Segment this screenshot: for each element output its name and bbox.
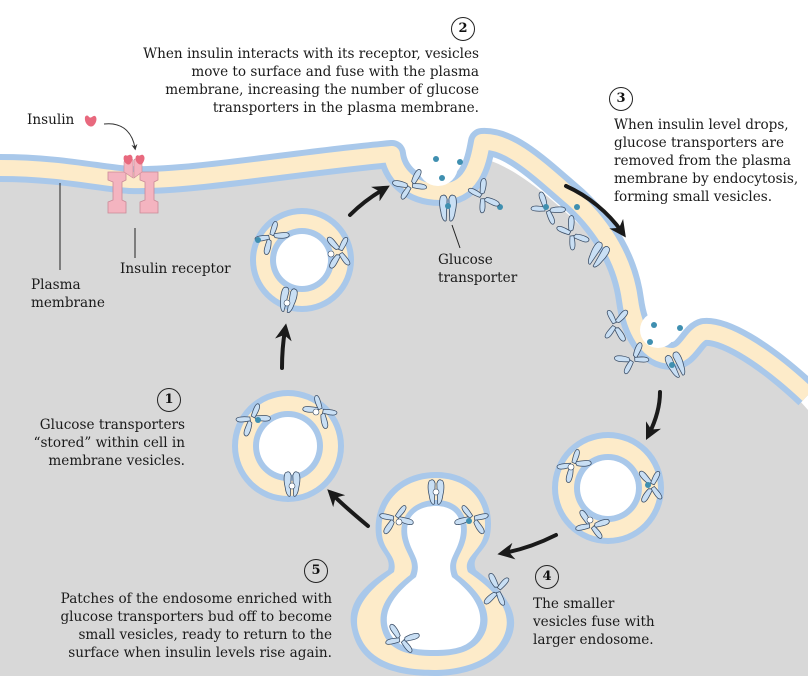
plasma-membrane-label: Plasma membrane xyxy=(31,276,105,312)
step-2-text: When insulin interacts with its receptor… xyxy=(143,45,479,117)
step-1-line: “stored” within cell in xyxy=(33,435,186,451)
cytoplasm xyxy=(0,160,808,676)
bound-insulin-icon xyxy=(123,154,133,165)
step-5-line: glucose transporters bud off to become xyxy=(60,609,332,625)
step-2-line: transporters in the plasma membrane. xyxy=(212,100,479,116)
step-3-line: membrane by endocytosis, xyxy=(614,171,799,187)
step-2-line: When insulin interacts with its receptor… xyxy=(143,46,479,62)
insulin-icon xyxy=(84,115,97,127)
step-1-badge: 1 xyxy=(157,388,181,412)
fusion-pore-lumen xyxy=(418,146,458,186)
step-3-line: forming small vesicles. xyxy=(614,189,773,205)
step-4-line: larger endosome. xyxy=(533,632,654,648)
plasma-membrane-label-line: membrane xyxy=(31,295,105,311)
glucose-transporter-label-line: Glucose xyxy=(438,252,493,268)
step-3-line: removed from the plasma xyxy=(614,153,791,169)
step-2-line: move to surface and fuse with the plasma xyxy=(191,64,479,80)
vesicle-returning xyxy=(250,208,354,315)
step-3-line: When insulin level drops, xyxy=(614,117,789,133)
glucose-transporter-leader xyxy=(451,224,461,249)
arrow-vesicle-to-endosome xyxy=(497,533,558,560)
step-1-line: membrane vesicles. xyxy=(48,453,185,469)
step-5-badge: 5 xyxy=(304,559,328,583)
vesicle-endocytic xyxy=(552,432,664,544)
arrow-pit-to-vesicle xyxy=(645,390,662,441)
step-3-text: When insulin level drops, glucose transp… xyxy=(614,116,798,206)
step-4-badge: 4 xyxy=(535,565,559,589)
insulin-receptor-label: Insulin receptor xyxy=(120,261,231,277)
endocytic-pit-lumen xyxy=(640,312,676,348)
step-5-line: Patches of the endosome enriched with xyxy=(60,591,332,607)
step-5-line: small vesicles, ready to return to the xyxy=(78,627,332,643)
plasma-membrane-label-line: Plasma xyxy=(31,277,81,293)
step-4-text: The smaller vesicles fuse with larger en… xyxy=(533,595,655,649)
step-5-line: surface when insulin levels rise again. xyxy=(68,645,332,661)
step-1-line: Glucose transporters xyxy=(39,417,185,433)
glucose-transporter-label: Glucose transporter xyxy=(438,251,517,287)
step-2-badge: 2 xyxy=(451,17,475,41)
step-4-line: The smaller xyxy=(533,596,615,612)
arrow-step2-to-membrane xyxy=(348,185,390,217)
step-4-line: vesicles fuse with xyxy=(533,614,655,630)
glucose-transporter-label-line: transporter xyxy=(438,270,518,286)
arrow-endosome-to-vesicle xyxy=(327,489,370,528)
step-3-badge: 3 xyxy=(609,87,633,111)
arrow-vesicle-up xyxy=(275,323,292,370)
insulin-label: Insulin xyxy=(27,112,75,128)
plasma-membrane xyxy=(0,128,808,406)
cycle-arrows xyxy=(275,184,662,560)
vesicle-stored xyxy=(232,390,344,502)
step-2-line: membrane, increasing the number of gluco… xyxy=(165,82,479,98)
step-5-text: Patches of the endosome enriched with gl… xyxy=(60,590,332,662)
step-1-text: Glucose transporters “stored” within cel… xyxy=(34,416,186,470)
step-3-line: glucose transporters are xyxy=(614,135,785,151)
insulin-pointer xyxy=(103,123,138,151)
transporter-pores xyxy=(255,203,675,526)
endosome xyxy=(350,472,515,676)
insulin-receptor xyxy=(107,154,159,214)
arrow-step3-endocytosis xyxy=(564,184,626,238)
